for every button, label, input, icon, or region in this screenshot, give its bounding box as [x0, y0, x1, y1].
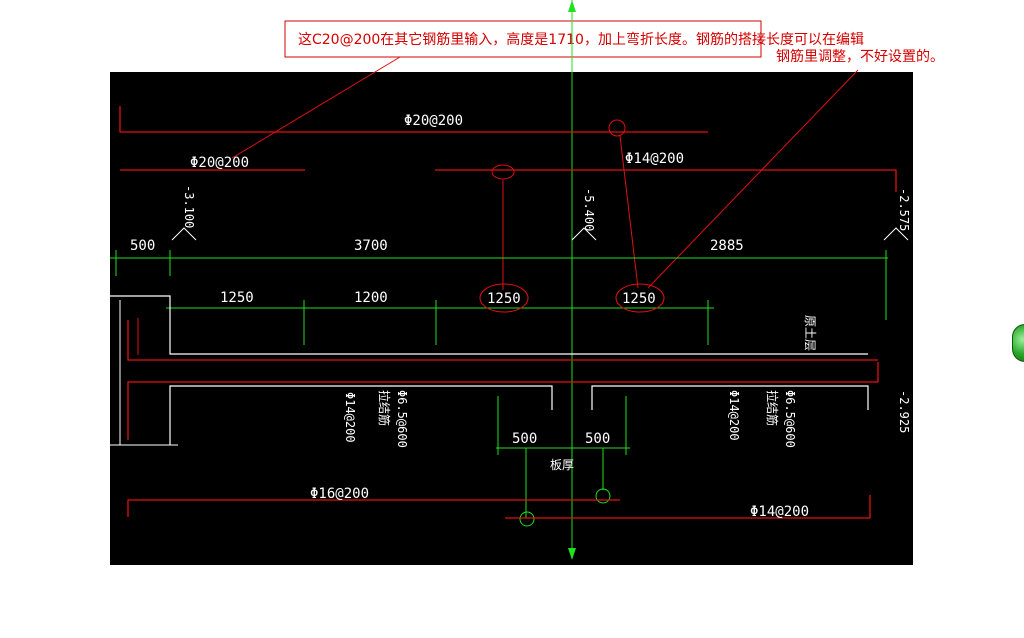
label-dist-note: 拉结筋: [377, 390, 392, 426]
label-top-right: Φ14@200: [625, 151, 684, 167]
annotation-line-2: 钢筋里调整，不好设置的。: [776, 48, 944, 65]
label-vertical-left: Φ14@200: [343, 392, 357, 443]
rebar-top-right: [435, 169, 897, 192]
label-top-long: Φ20@200: [404, 113, 463, 129]
elevation-right-low: -2.925: [897, 390, 911, 433]
elev-symbol-left: [171, 227, 197, 241]
slab-bottom-edge-right: [591, 385, 869, 410]
leader-line-left: [231, 56, 401, 159]
label-vertical-right: Φ14@200: [727, 390, 741, 441]
annotation-box: [284, 20, 762, 58]
leader-vert-2: [619, 135, 639, 289]
label-bottom-left: Φ16@200: [310, 486, 369, 502]
dim-overall-0: 500: [130, 238, 155, 254]
annotation-line-1: 这C20@200在其它钢筋里输入，高度是1710，加上弯折长度。钢筋的搭接长度可…: [298, 31, 864, 48]
elevation-right: -2.575: [897, 188, 911, 231]
span-circle-2: [615, 283, 665, 313]
label-bottom-right: Φ14@200: [750, 504, 809, 520]
label-top-short: Φ20@200: [190, 155, 249, 171]
label-dist-right: Φ6.5@600: [783, 390, 797, 448]
dim-span-3: 1250: [622, 291, 656, 307]
dim-span-0: 1250: [220, 290, 254, 306]
axis-arrow-top: [568, 0, 576, 12]
dim-span-2: 1250: [487, 291, 521, 307]
elevation-left: -3.100: [182, 185, 196, 228]
rebar-bottom-right: [505, 495, 871, 519]
slab-rebar-bottom: [127, 362, 879, 440]
rebar-top-long: [119, 106, 708, 133]
label-dist-left: Φ6.5@600: [395, 390, 409, 448]
tag-right-wall: 原土层: [803, 315, 817, 351]
side-circle-button[interactable]: [1012, 324, 1024, 362]
dim-overall-2: 2885: [710, 238, 744, 254]
bottom-circle-2: [595, 488, 611, 504]
dim-bottom-0: 500: [512, 431, 537, 447]
slab-bottom-edge-left: [169, 385, 553, 445]
axis-arrow-bottom: [568, 548, 576, 560]
center-label: 板厚: [550, 458, 574, 472]
slab-rebar-top: [127, 320, 878, 361]
span-circle-1: [479, 283, 529, 313]
dim-bottom-1: 500: [585, 431, 610, 447]
dim-overall-1: 3700: [354, 238, 388, 254]
elevation-center: -5.400: [582, 188, 596, 231]
elev-symbol-center: [571, 227, 597, 241]
marker-circle-1: [491, 164, 515, 180]
marker-circle-2: [608, 119, 626, 137]
dim-span-1: 1200: [354, 290, 388, 306]
bottom-circle-1: [519, 511, 535, 527]
label-dist-note-right: 拉结筋: [765, 390, 780, 426]
rebar-bottom-left: [127, 499, 620, 517]
elev-symbol-right: [883, 227, 909, 241]
cad-drawing-area: [110, 72, 913, 565]
slab-top-edge: [110, 295, 868, 355]
leader-line-right: [647, 69, 859, 289]
